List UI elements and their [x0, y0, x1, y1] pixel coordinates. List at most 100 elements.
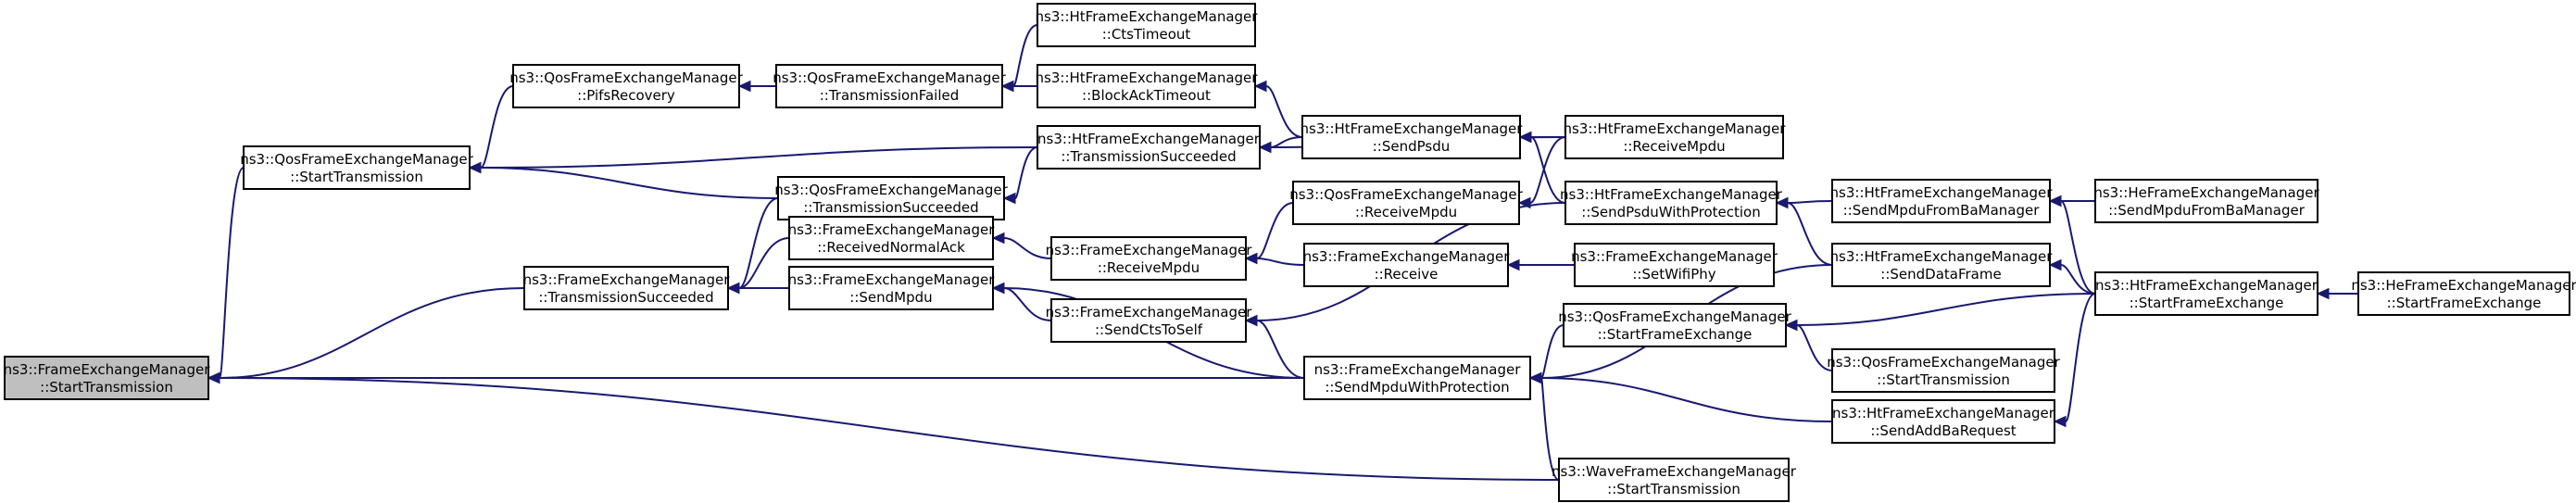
node-qos-start-fe[interactable]: ns3::QosFrameExchangeManager::StartFrame… — [1558, 303, 1792, 347]
edge-ht-tx-succ-to-qos-tx-succ — [1002, 146, 1038, 205]
node-fem-send-cts[interactable]: ns3::FrameExchangeManager::SendCtsToSelf — [1046, 298, 1253, 343]
node-method-label: ::SetWifiPhy — [1632, 266, 1715, 283]
node-method-label: ::PifsRecovery — [577, 87, 675, 104]
node-ht-send-psdu[interactable]: ns3::HtFrameExchangeManager::SendPsdu — [1301, 115, 1524, 159]
edge-qos-start-to-root — [207, 167, 245, 384]
node-box — [1558, 458, 1790, 502]
node-box — [2357, 271, 2570, 316]
node-ht-recv-mpdu[interactable]: ns3::HtFrameExchangeManager::ReceiveMpdu — [1564, 115, 1787, 159]
node-method-label: ::ReceiveMpdu — [1098, 259, 1200, 276]
edge-line — [1540, 324, 1564, 379]
node-method-label: ::TransmissionFailed — [820, 87, 960, 104]
node-ht-cts-timeout[interactable]: ns3::HtFrameExchangeManager::CtsTimeout — [1036, 3, 1259, 47]
edge-line — [1265, 85, 1303, 138]
node-ht-send-addba[interactable]: ns3::HtFrameExchangeManager::SendAddBaRe… — [1831, 399, 2055, 444]
node-box — [1050, 236, 1247, 281]
node-he-send-mpdu-ba[interactable]: ns3::HeFrameExchangeManager::SendMpduFro… — [2093, 179, 2319, 223]
node-box — [243, 145, 471, 190]
edge-arrowhead — [737, 80, 751, 93]
edge-ht-start-fe-to-ht-send-mpdu-ba — [2048, 195, 2096, 295]
node-class-label: ns3::HtFrameExchangeManager — [1564, 120, 1787, 137]
node-class-label: ns3::FrameExchangeManager — [788, 221, 996, 238]
node-box — [1831, 243, 2051, 287]
node-class-label: ns3::HeFrameExchangeManager — [2351, 277, 2576, 294]
edge-arrowhead — [991, 232, 1005, 245]
node-root[interactable]: ns3::FrameExchangeManager::StartTransmis… — [4, 356, 211, 400]
edge-arrowhead — [1506, 258, 1520, 271]
node-qos-recv-mpdu[interactable]: ns3::QosFrameExchangeManager::ReceiveMpd… — [1289, 181, 1524, 225]
node-ht-send-psdu-prot[interactable]: ns3::HtFrameExchangeManager::SendPsduWit… — [1560, 181, 1783, 225]
edge-arrowhead — [1000, 80, 1014, 93]
node-qos-start[interactable]: ns3::QosFrameExchangeManager::StartTrans… — [240, 145, 474, 190]
node-box — [788, 216, 994, 260]
edge-line — [1796, 324, 1833, 371]
node-class-label: ns3::FrameExchangeManager — [1571, 248, 1778, 265]
node-box — [1303, 243, 1509, 287]
node-box — [2094, 271, 2318, 316]
edge-arrowhead — [1244, 314, 1258, 327]
node-fem-set-wifi-phy[interactable]: ns3::FrameExchangeManager::SetWifiPhy — [1571, 243, 1778, 287]
node-ht-blockack-timeout[interactable]: ns3::HtFrameExchangeManager::BlockAckTim… — [1036, 64, 1259, 108]
node-ht-start-fe[interactable]: ns3::HtFrameExchangeManager::StartFrameE… — [2094, 271, 2318, 316]
edge-ht-cts-timeout-to-qos-tx-failed — [1000, 24, 1038, 93]
node-box — [1303, 356, 1531, 400]
edge-arrowhead — [207, 371, 220, 384]
node-method-label: ::StartFrameExchange — [2387, 295, 2542, 311]
edge-line — [1256, 258, 1305, 266]
node-qos-start-tx2[interactable]: ns3::QosFrameExchangeManager::StartTrans… — [1827, 348, 2061, 393]
node-wave-start[interactable]: ns3::WaveFrameExchangeManager::StartTran… — [1552, 458, 1797, 502]
node-qos-pifs[interactable]: ns3::QosFrameExchangeManager::PifsRecove… — [509, 64, 744, 108]
node-ht-send-mpdu-ba[interactable]: ns3::HtFrameExchangeManager::SendMpduFro… — [1830, 179, 2054, 223]
node-class-label: ns3::HtFrameExchangeManager — [1832, 405, 2055, 421]
node-class-label: ns3::HtFrameExchangeManager — [1301, 120, 1524, 137]
edge-arrowhead — [991, 282, 1005, 295]
node-box — [1564, 181, 1778, 225]
node-class-label: ns3::HtFrameExchangeManager — [1560, 186, 1783, 203]
node-fem-recv-normal-ack[interactable]: ns3::FrameExchangeManager::ReceivedNorma… — [788, 216, 996, 260]
node-method-label: ::TransmissionSucceeded — [538, 289, 713, 306]
edge-arrowhead — [1253, 80, 1267, 93]
node-box — [1037, 3, 1256, 47]
edge-qos-recv-mpdu-to-fem-recv-mpdu — [1244, 202, 1294, 265]
node-method-label: ::StartTransmission — [40, 379, 173, 396]
nodes-layer: ns3::FrameExchangeManager::StartTransmis… — [4, 3, 2576, 502]
edge-arrowhead — [1517, 196, 1531, 209]
edge-line — [1012, 24, 1038, 87]
edge-wave-start-to-fem-send-mpdu-prot — [1528, 371, 1560, 481]
edge-qos-tx-failed-to-qos-pifs — [737, 80, 776, 93]
edge-arrowhead — [1528, 371, 1542, 384]
node-box — [777, 176, 1005, 220]
node-method-label: ::BlockAckTimeout — [1082, 87, 1211, 104]
node-qos-tx-succ[interactable]: ns3::QosFrameExchangeManager::Transmissi… — [774, 176, 1009, 220]
edge-qos-start-fe-to-fem-send-mpdu-prot — [1528, 324, 1564, 384]
node-qos-tx-failed[interactable]: ns3::QosFrameExchangeManager::Transmissi… — [773, 64, 1007, 108]
node-fem-recv-mpdu[interactable]: ns3::FrameExchangeManager::ReceiveMpdu — [1046, 236, 1253, 281]
edge-line — [219, 167, 245, 379]
node-ht-send-data[interactable]: ns3::HtFrameExchangeManager::SendDataFra… — [1830, 243, 2054, 287]
node-fem-tx-succ[interactable]: ns3::FrameExchangeManager::TransmissionS… — [523, 266, 731, 310]
edge-arrowhead — [2048, 258, 2062, 271]
node-fem-receive[interactable]: ns3::FrameExchangeManager::Receive — [1303, 243, 1511, 287]
edge-line — [738, 237, 790, 289]
edge-line — [1256, 320, 1305, 379]
edge-he-start-fe-to-ht-start-fe — [2316, 287, 2358, 300]
edge-ht-send-data-to-ht-send-psdu-prot — [1775, 196, 1833, 266]
node-class-label: ns3::QosFrameExchangeManager — [509, 69, 743, 86]
edge-fem-receive-to-fem-recv-mpdu — [1244, 252, 1305, 266]
node-ht-tx-succ[interactable]: ns3::HtFrameExchangeManager::Transmissio… — [1037, 125, 1261, 170]
node-box — [1831, 348, 2055, 393]
edge-ht-send-psdu-prot-to-ht-send-psdu — [1518, 131, 1566, 204]
node-method-label: ::ReceiveMpdu — [1355, 204, 1457, 220]
node-he-start-fe[interactable]: ns3::HeFrameExchangeManager::StartFrameE… — [2351, 271, 2576, 316]
edge-arrowhead — [2053, 415, 2067, 428]
edge-arrowhead — [1002, 192, 1016, 205]
edge-line — [738, 197, 779, 289]
edge-fem-tx-succ-to-root — [207, 287, 525, 384]
node-fem-send-mpdu-prot[interactable]: ns3::FrameExchangeManager::SendMpduWithP… — [1303, 356, 1531, 400]
node-method-label: ::ReceiveMpdu — [1623, 138, 1725, 155]
node-box — [1037, 125, 1261, 170]
node-fem-send-mpdu[interactable]: ns3::FrameExchangeManager::SendMpdu — [788, 266, 996, 310]
node-class-label: ns3::FrameExchangeManager — [4, 361, 211, 378]
node-box — [1831, 179, 2051, 223]
